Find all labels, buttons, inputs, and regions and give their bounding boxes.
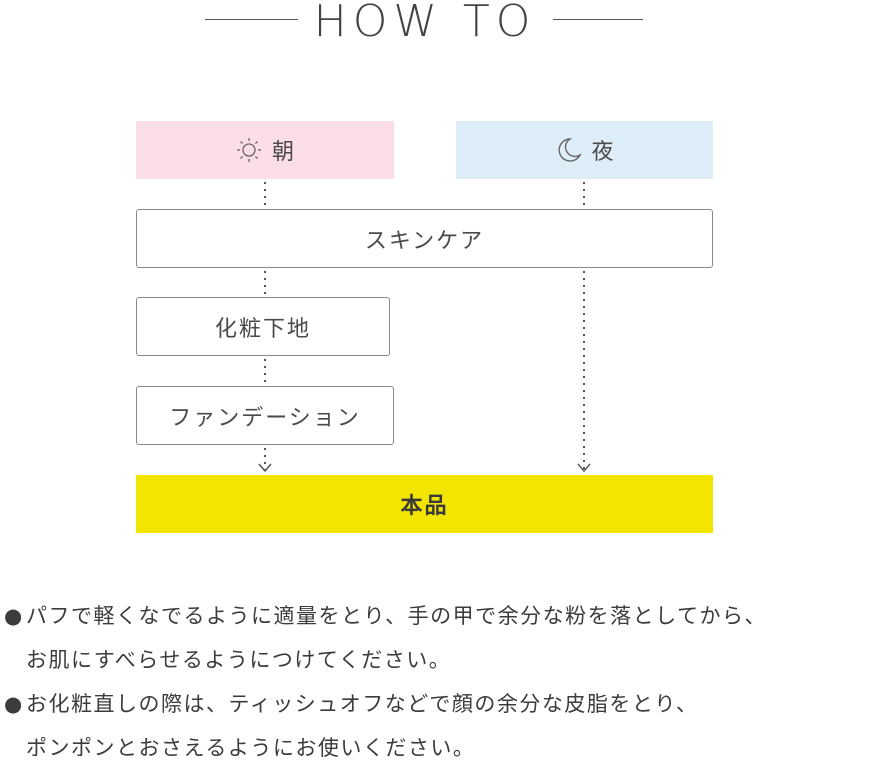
note-line: お化粧直しの際は、ティッシュオフなどで顔の余分な皮脂をとり、 xyxy=(26,692,699,716)
night-label: 夜 xyxy=(591,140,616,165)
product-step: 本品 xyxy=(136,475,713,533)
skincare-label: スキンケア xyxy=(364,228,485,254)
note-line: ポンポンとおさえるようにお使いください。 xyxy=(26,736,476,760)
note-line: お肌にすべらせるようにつけてください。 xyxy=(26,648,452,672)
foundation-label: ファンデーション xyxy=(169,405,361,431)
bullet-icon: ● xyxy=(4,604,24,628)
bullet-icon: ● xyxy=(4,692,24,716)
morning-label: 朝 xyxy=(271,140,296,165)
product-label: 本品 xyxy=(400,494,449,519)
usage-notes: ● パフで軽くなでるように適量をとり、手の甲で余分な粉を落としてから、 お肌にす… xyxy=(0,594,875,770)
foundation-step: ファンデーション xyxy=(136,386,394,445)
moon-icon xyxy=(559,138,583,162)
morning-box: 朝 xyxy=(136,121,394,179)
sun-icon xyxy=(236,138,261,162)
header: HOW TO xyxy=(0,0,875,60)
header-rule-right xyxy=(553,19,643,20)
note-line: パフで軽くなでるように適量をとり、手の甲で余分な粉を落としてから、 xyxy=(26,604,768,628)
header-rule-left xyxy=(205,19,298,20)
skincare-step: スキンケア xyxy=(136,209,713,268)
note-item: ● お化粧直しの際は、ティッシュオフなどで顔の余分な皮脂をとり、 ポンポンとおさ… xyxy=(0,682,875,770)
night-box: 夜 xyxy=(456,121,713,179)
arrowhead-left xyxy=(258,463,272,473)
page-title: HOW TO xyxy=(313,0,537,47)
note-item: ● パフで軽くなでるように適量をとり、手の甲で余分な粉を落としてから、 お肌にす… xyxy=(0,594,875,682)
primer-step: 化粧下地 xyxy=(136,297,390,356)
primer-label: 化粧下地 xyxy=(214,316,311,342)
arrowhead-right xyxy=(577,463,591,473)
